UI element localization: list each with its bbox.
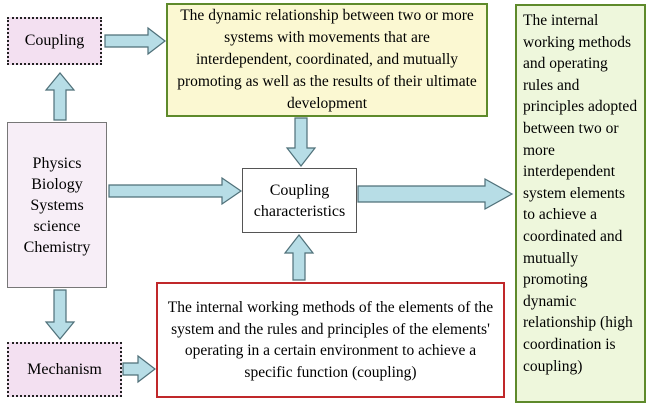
arrow-coupling-to-definition [104, 26, 166, 56]
coupling-label: Coupling [24, 32, 85, 49]
field-chemistry: Chemistry [23, 238, 91, 256]
field-biology: Biology [31, 175, 83, 193]
coupling-characteristics-node: Coupling characteristics [242, 168, 357, 233]
arrow-characteristics-to-rightbox [357, 177, 514, 211]
fields-node: Physics Biology Systems science Chemistr… [7, 122, 107, 288]
coupling-definition-text: The dynamic relationship between two or … [177, 7, 477, 112]
arrow-fields-to-mechanism [44, 289, 76, 340]
coupling-definition-node: The dynamic relationship between two or … [166, 3, 488, 117]
arrow-fields-to-characteristics [108, 176, 243, 206]
coupling-mechanism-definition-text: The internal working methods and operati… [523, 12, 638, 375]
coupling-node: Coupling [7, 17, 102, 65]
arrow-fields-to-coupling [44, 72, 76, 121]
arrow-definition-to-characteristics [285, 117, 317, 167]
coupling-characteristics-text: Coupling characteristics [253, 181, 346, 220]
arrow-mechdef-to-characteristics [283, 234, 315, 281]
arrow-mechanism-to-mechdef [122, 354, 156, 384]
mechanism-node: Mechanism [7, 342, 122, 397]
mechanism-definition-text: The internal working methods of the elem… [167, 299, 494, 381]
field-systems: Systems [30, 196, 84, 214]
field-physics: Physics [32, 154, 82, 172]
coupling-mechanism-definition-node: The internal working methods and operati… [515, 4, 646, 403]
mechanism-label: Mechanism [27, 360, 102, 378]
mechanism-definition-node: The internal working methods of the elem… [156, 282, 505, 398]
field-science: science [33, 217, 81, 235]
